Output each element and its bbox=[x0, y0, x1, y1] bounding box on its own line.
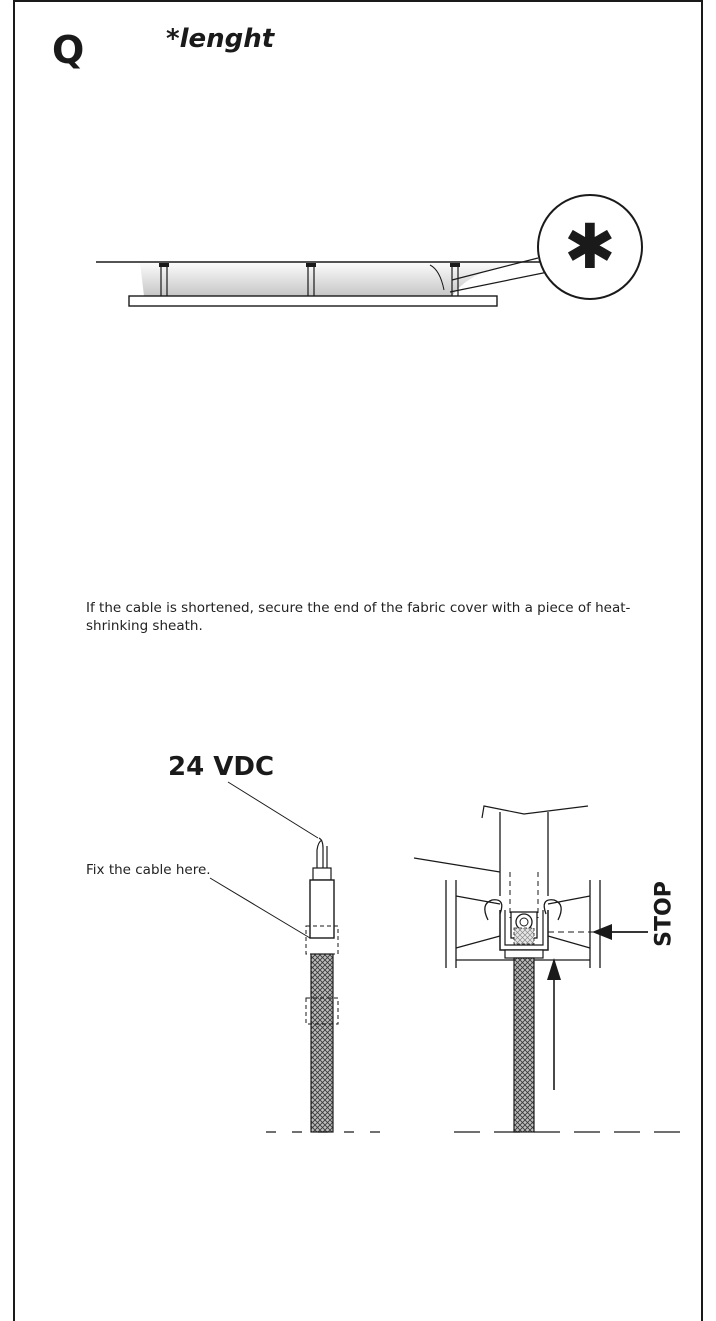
step-letter: Q bbox=[52, 28, 85, 72]
step-title: *lenght bbox=[166, 24, 275, 54]
panel-side-view bbox=[96, 194, 643, 307]
fix-cable-label: Fix the cable here. bbox=[86, 862, 211, 878]
panel-support bbox=[306, 263, 316, 296]
cable-clip bbox=[413, 805, 690, 1133]
page-border bbox=[13, 0, 703, 1321]
cable-left bbox=[209, 781, 392, 1133]
stop-label: STOP bbox=[651, 881, 677, 947]
voltage-label: 24 VDC bbox=[168, 752, 275, 782]
instruction-note: If the cable is shortened, secure the en… bbox=[86, 600, 631, 634]
panel-support bbox=[159, 263, 169, 296]
detail-marker-icon: ✱ bbox=[564, 210, 616, 283]
